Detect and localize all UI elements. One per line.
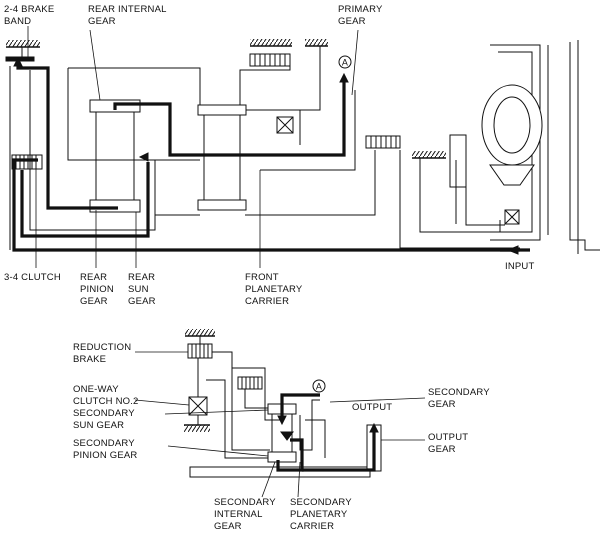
- label-sec-pinion-l2: PINION GEAR: [73, 450, 138, 461]
- arrow-up-primary: [339, 72, 349, 83]
- label-input: INPUT: [505, 261, 535, 272]
- label-sec-internal-l2: INTERNAL: [214, 509, 263, 520]
- torque-converter: [449, 40, 600, 254]
- label-rear-internal-l1: REAR INTERNAL: [88, 4, 167, 15]
- ground-hatch-right: [305, 39, 328, 47]
- marker-a-lower-text: A: [316, 382, 322, 392]
- label-rear-pinion-l1: REAR: [80, 272, 107, 283]
- rear-planetary: [89, 99, 141, 213]
- one-way-clutch-no2: [188, 358, 208, 425]
- label-rear-pinion-l2: PINION: [80, 284, 114, 295]
- arrow-up-brake: [13, 56, 23, 67]
- label-output-gear-l1: OUTPUT: [428, 432, 468, 443]
- clutch-pack-right: [365, 135, 401, 149]
- one-way-clutch-upper: [276, 116, 294, 134]
- label-brake-band-l2: BAND: [4, 16, 31, 27]
- arrow-left-rear: [138, 152, 149, 162]
- marker-a-lower: A: [312, 379, 326, 393]
- label-front-carrier-l1: FRONT: [245, 272, 279, 283]
- flow-arrows-upper: [13, 56, 519, 255]
- labels-upper: 2-4 BRAKE BAND REAR INTERNAL GEAR PRIMAR…: [4, 4, 535, 307]
- leaders-lower: [134, 351, 426, 498]
- label-primary-l1: PRIMARY: [338, 4, 383, 15]
- lower-clutch-pack: [237, 376, 263, 390]
- power-flow-path-lower: [276, 393, 376, 472]
- lower-diagram: A REDUCTION BRAKE ONE-WAY CLUTCH NO.2 SE…: [73, 329, 490, 532]
- label-output: OUTPUT: [352, 402, 392, 413]
- label-sec-sun-l1: SECONDARY: [73, 408, 135, 419]
- ground-hatch-left: [6, 40, 40, 48]
- ground-hatch-converter: [412, 151, 446, 159]
- label-front-carrier-l3: CARRIER: [245, 296, 289, 307]
- secondary-internal-gear-block: [267, 451, 297, 463]
- label-sec-carrier-l2: PLANETARY: [290, 509, 348, 520]
- label-sec-gear-l1: SECONDARY: [428, 387, 490, 398]
- label-sec-sun-l2: SUN GEAR: [73, 420, 124, 431]
- label-clutch-34: 3-4 CLUTCH: [4, 272, 61, 283]
- flow-arrows-lower: [277, 415, 379, 441]
- arrow-up-pinion: [280, 431, 294, 441]
- label-oneway-l2: CLUTCH NO.2: [73, 396, 139, 407]
- clutch-3-4: [11, 154, 43, 170]
- label-sec-internal-l1: SECONDARY: [214, 497, 276, 508]
- label-reduction-l1: REDUCTION: [73, 342, 131, 353]
- label-front-carrier-l2: PLANETARY: [245, 284, 303, 295]
- label-rear-sun-l3: GEAR: [128, 296, 156, 307]
- arrow-down-sun: [277, 415, 287, 426]
- housing-lines: [29, 46, 520, 249]
- label-rear-sun-l2: SUN: [128, 284, 149, 295]
- leaders-upper: [27, 26, 359, 268]
- marker-a-upper: A: [338, 55, 352, 69]
- rear-internal-gear-bottom: [89, 199, 141, 213]
- label-rear-sun-l1: REAR: [128, 272, 155, 283]
- label-sec-carrier-l3: CARRIER: [290, 521, 334, 532]
- reduction-brake: [187, 336, 213, 359]
- ground-hatch-mid: [250, 39, 292, 47]
- arrow-left-input: [506, 245, 519, 255]
- label-sec-pinion-l1: SECONDARY: [73, 438, 135, 449]
- ground-hatch-reduction: [185, 329, 215, 337]
- label-sec-gear-l2: GEAR: [428, 399, 456, 410]
- label-rear-internal-l2: GEAR: [88, 16, 116, 27]
- labels-lower: REDUCTION BRAKE ONE-WAY CLUTCH NO.2 SECO…: [73, 342, 490, 532]
- clutch-pack-upper-mid: [249, 53, 291, 67]
- label-rear-pinion-l3: GEAR: [80, 296, 108, 307]
- label-sec-carrier-l1: SECONDARY: [290, 497, 352, 508]
- marker-a-upper-text: A: [342, 58, 348, 68]
- label-oneway-l1: ONE-WAY: [73, 384, 119, 395]
- ground-hatch-oneway: [184, 424, 210, 432]
- label-reduction-l2: BRAKE: [73, 354, 106, 365]
- label-sec-internal-l3: GEAR: [214, 521, 242, 532]
- arrow-up-output: [369, 422, 379, 433]
- label-brake-band-l1: 2-4 BRAKE: [4, 4, 54, 15]
- front-planetary: [197, 104, 247, 211]
- label-output-gear-l2: GEAR: [428, 444, 456, 455]
- label-primary-l2: GEAR: [338, 16, 366, 27]
- upper-diagram: A 2-4 BRAKE BAND REAR INTERNAL GEAR PRIM…: [4, 4, 600, 307]
